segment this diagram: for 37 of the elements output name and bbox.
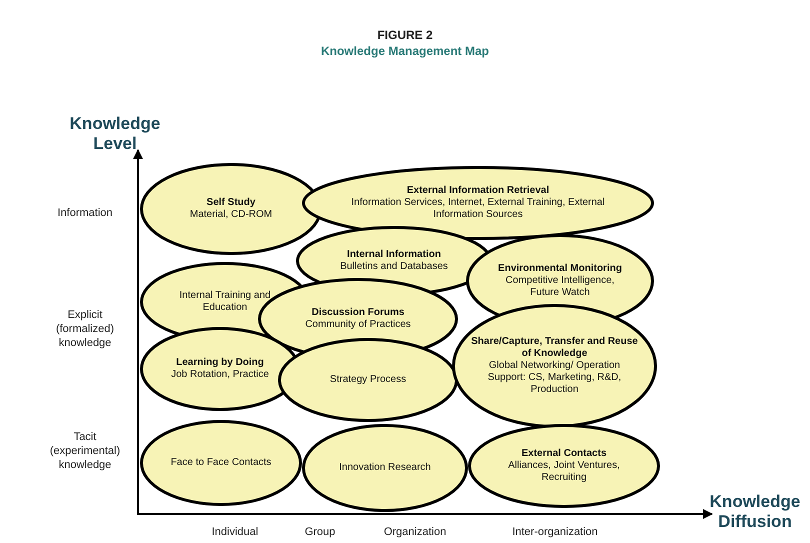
bubble-heading: Self Study <box>206 197 256 209</box>
axis-title: Knowledge Diffusion <box>708 492 802 532</box>
bubble-text: Competitive Intelligence, Future Watch <box>504 275 616 299</box>
axis-label: Inter-organization <box>511 526 599 538</box>
axis-label: Explicit (formalized) knowledge <box>54 308 116 350</box>
axis-label: Individual <box>210 526 260 538</box>
bubble-text: Alliances, Joint Ventures, Recruiting <box>507 460 621 484</box>
figure-subtitle: Knowledge Management Map <box>320 44 490 58</box>
ellipse-bubble <box>452 304 657 428</box>
bubble-heading: Environmental Monitoring <box>498 263 622 275</box>
axis-label: Organization <box>382 526 448 538</box>
axis-label: Tacit (experimental) knowledge <box>48 430 122 472</box>
bubble-text: Material, CD-ROM <box>190 209 272 221</box>
bubble-heading: Innovation Research <box>339 462 431 474</box>
bubble-text: Community of Practices <box>305 319 411 331</box>
axis-label: Information <box>56 206 114 220</box>
ellipse-bubble <box>302 424 468 512</box>
ellipse-bubble <box>140 163 322 255</box>
bubble-heading: Strategy Process <box>330 374 406 386</box>
bubble-heading: External Contacts <box>521 448 607 460</box>
bubble-heading: Internal Training and Education <box>178 290 272 314</box>
ellipse-bubble <box>140 420 302 506</box>
ellipse-bubble <box>278 338 458 422</box>
axis-label: Group <box>304 526 336 538</box>
bubble-text: Bulletins and Databases <box>340 261 448 273</box>
bubble-heading: Discussion Forums <box>312 307 404 319</box>
ellipse-bubble <box>468 424 660 508</box>
bubble-heading: Face to Face Contacts <box>170 457 272 469</box>
bubble-text: Information Services, Internet, External Training, External Information Sources <box>350 197 606 221</box>
bubble-heading: Learning by Doing <box>176 357 264 369</box>
bubble-heading: Share/Capture, Transfer and Reuse of Knowledge <box>470 336 639 360</box>
bubble-heading: External Information Retrieval <box>406 185 550 197</box>
bubble-text: Job Rotation, Practice <box>171 369 269 381</box>
bubble-text: Global Networking/ Operation Support: CS, Marketing, R&D, Production <box>486 360 622 396</box>
axis-title: Knowledge Level <box>68 114 162 154</box>
bubble-heading: Internal Information <box>347 249 441 261</box>
figure-title: FIGURE 2 <box>376 28 434 42</box>
